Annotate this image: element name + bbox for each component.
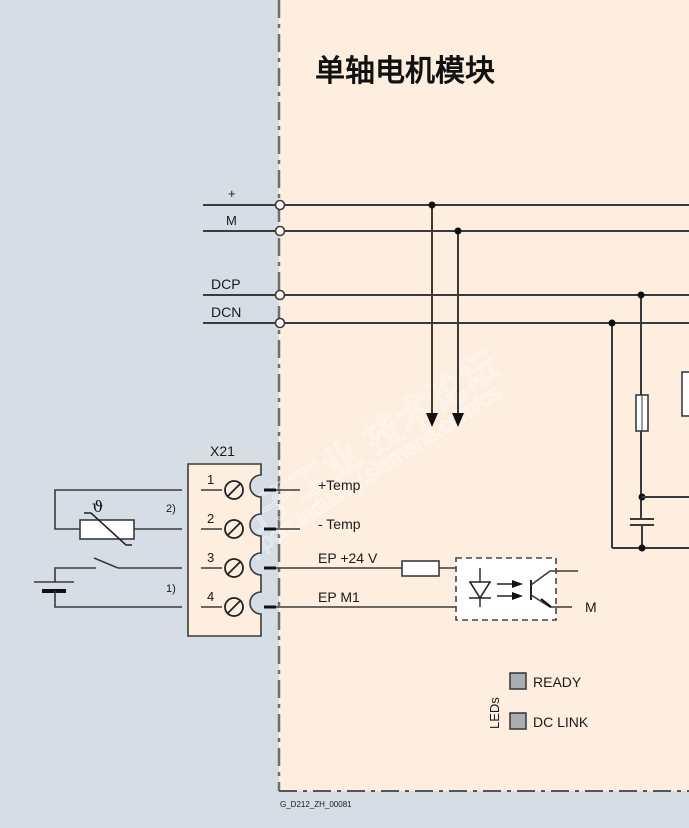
junction-dot (638, 544, 646, 552)
bus-label-plus: + (228, 186, 236, 201)
junction-dot (637, 291, 645, 299)
arrow-right-icon (512, 592, 523, 600)
leds-group-label: LEDs (487, 697, 502, 729)
temperature-sensor: ϑ 2) (54, 489, 182, 546)
screw-slot (226, 599, 242, 615)
footnote-2: 2) (166, 503, 176, 515)
switch-wire-left (54, 567, 96, 582)
screw-slot (226, 560, 242, 576)
screw-slot (226, 521, 242, 537)
terminal-plus (274, 199, 286, 211)
supply-taps (426, 201, 464, 427)
junction-dot (428, 201, 436, 209)
pin-signal: EP +24 V (318, 550, 378, 566)
phototransistor-collector (530, 570, 578, 586)
led-ready-indicator (509, 672, 527, 690)
bus-label-dcn: DCN (211, 304, 241, 320)
junction-dot (608, 319, 616, 327)
screw-terminal-icon (224, 519, 244, 539)
series-resistor-icon (401, 560, 440, 577)
pin-number: 4 (207, 589, 214, 604)
thermistor-symbol: ϑ (92, 497, 103, 516)
pin-2[interactable]: 2 - Temp (201, 511, 361, 539)
optocoupler-circuit: M (401, 557, 597, 621)
dc-link-circuit (608, 291, 689, 552)
terminal-dcp (274, 289, 286, 301)
led-dc-link-label: DC LINK (533, 714, 589, 730)
battery-return-wire (54, 591, 182, 608)
screw-terminal-icon (224, 480, 244, 500)
led-ready-label: READY (533, 674, 582, 690)
resistor-icon (681, 371, 689, 417)
pin-signal: EP M1 (318, 589, 360, 605)
arrow-down-icon (426, 413, 438, 427)
opto-output-label: M (585, 599, 597, 615)
connector-label: X21 (210, 443, 235, 459)
thermistor-slash (84, 512, 132, 546)
power-buses (203, 199, 689, 329)
pin-number: 2 (207, 511, 214, 526)
led-diode-icon (468, 581, 492, 600)
pin-number: 3 (207, 550, 214, 565)
led-panel: LEDs READY DC LINK (487, 672, 589, 730)
pin-signal: +Temp (318, 477, 361, 493)
terminal-m (274, 225, 286, 237)
screw-terminal-icon (224, 597, 244, 617)
optocoupler-box (455, 557, 557, 621)
module-title: 单轴电机模块 (315, 54, 495, 89)
connector-pins: 1 +Temp 2 - Temp 3 EP +24 V (201, 472, 480, 617)
screw-terminal-icon (224, 558, 244, 578)
module-background (279, 0, 689, 791)
pin-signal: - Temp (318, 516, 361, 532)
bus-label-m: M (226, 213, 237, 228)
pin-4[interactable]: 4 EP M1 (201, 589, 480, 617)
drawing-id: G_D212_ZH_00081 (280, 800, 352, 809)
emitter-arrow-icon (540, 598, 552, 608)
arrow-right-icon (512, 580, 523, 588)
connector-x21-body (187, 463, 262, 637)
enable-pulse-supply: 1) (34, 557, 182, 608)
led-dc-link-indicator (509, 712, 527, 730)
terminal-dcn (274, 317, 286, 329)
junction-dot (454, 227, 462, 235)
bus-label-dcp: DCP (211, 276, 241, 292)
switch-icon (93, 557, 119, 569)
footnote-1: 1) (166, 583, 176, 595)
sensor-wire-1 (54, 489, 182, 530)
pin-1[interactable]: 1 +Temp (201, 472, 361, 500)
thermistor-icon (79, 519, 135, 540)
arrow-down-icon (452, 413, 464, 427)
pin-number: 1 (207, 472, 214, 487)
screw-slot (226, 482, 242, 498)
pin-3[interactable]: 3 EP +24 V (201, 550, 402, 578)
